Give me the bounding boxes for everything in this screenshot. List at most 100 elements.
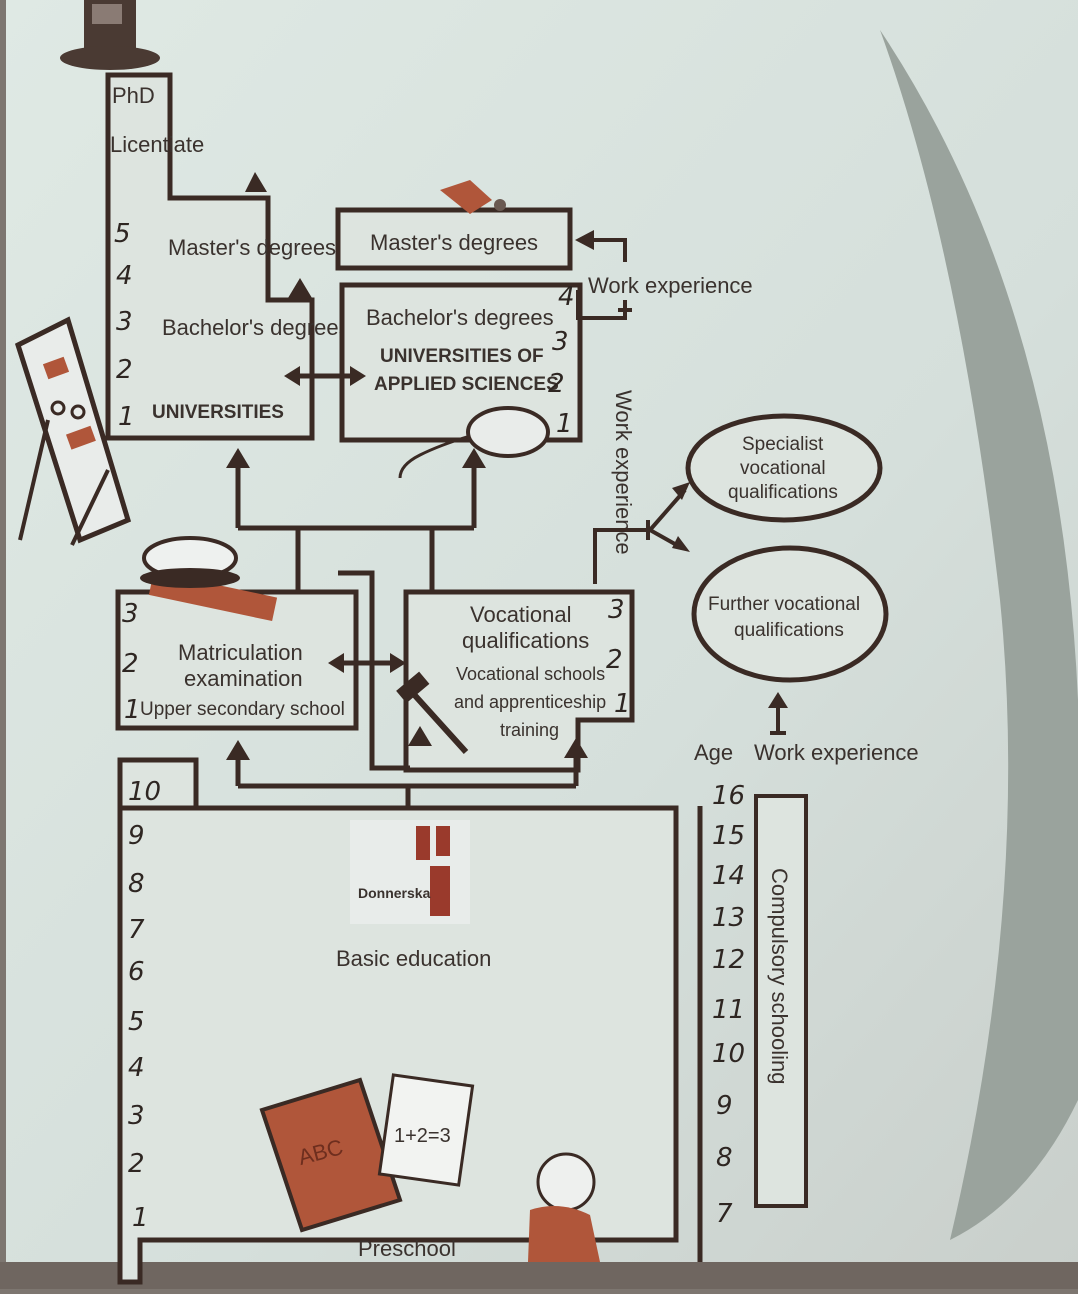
age-label: Age [694,740,733,765]
work-experience-vertical-label: Work experience [611,390,636,555]
age-scale: Age 16 15 14 13 12 11 10 9 8 7 Compulsor… [694,740,808,1262]
voc-year-3: 3 [608,595,625,625]
hammer-icon [407,687,469,755]
univ-year-5: 5 [114,219,131,249]
further-line2: qualifications [734,620,844,641]
uas-masters-label: Master's degrees [370,230,538,255]
univ-masters-text: Master's degrees [168,235,336,260]
hammer-head [396,671,430,704]
univ-year-2: 2 [116,355,133,385]
univ-year-1: 1 [118,402,135,432]
univ-bachelors-label: Bachelor's degrees [162,315,350,340]
univ-masters-label: Master's degrees [168,235,336,260]
up-arrowhead-licentiate [245,172,267,192]
basic-education-block: Basic education Preschool 10 9 8 7 6 5 4… [117,757,679,1285]
grade-5: 5 [128,1007,145,1037]
flipchart-icon [14,316,132,546]
uas-bachelors-label: Bachelor's degrees [366,305,554,330]
grade-9: 9 [128,821,145,851]
uas-year-2: 2 [548,369,565,399]
upper-vocational-double-arrow [328,653,406,673]
vocational-school-line3: training [500,720,559,740]
matriculation-line2: examination [184,666,303,691]
uas-year-1: 1 [556,409,573,439]
child-figure-icon [536,1152,596,1212]
age-16: 16 [712,781,745,811]
age-15: 15 [712,821,745,851]
uas-year-4: 4 [558,282,575,312]
logo-figure-1 [416,826,430,860]
screen-curve-decoration [880,30,1078,1240]
mouse-icon [466,406,550,458]
phd-hat-icon [60,0,160,70]
age-12: 12 [712,945,745,975]
universities-name: UNIVERSITIES [152,402,284,423]
univ-uas-double-arrow [284,366,366,386]
uas-name-line2: APPLIED SCIENCES [374,374,559,395]
compulsory-schooling-bar [754,794,808,1208]
matriculation-line1: Matriculation [178,640,303,665]
upward-connectors [226,448,486,592]
logo-text: Donnerska [358,885,431,901]
donnerska-logo [350,820,470,924]
logo-figure-2 [436,826,450,856]
screen-bottom-edge [0,1262,1078,1289]
uas-year-3: 3 [552,327,569,357]
uas-block: Master's degrees Bachelor's degrees UNIV… [335,180,583,479]
work-experience-bottom-label: Work experience [754,740,919,765]
mouse-cable [398,434,471,479]
age-10: 10 [712,1039,745,1069]
work-experience-bottom: Work experience [754,692,919,765]
vocational-school-line2: and apprenticeship [454,692,606,712]
grade-10: 10 [128,777,161,807]
univ-year-3: 3 [116,307,133,337]
vocational-block: Vocational qualifications Vocational sch… [338,570,635,773]
work-experience-vertical: Work experience [593,390,690,584]
child-body [528,1206,600,1262]
basic-education-label: Basic education [336,946,491,971]
universities-block: PhD Licentiate Master's degrees Bachelor… [105,72,350,441]
further-qualifications-oval: Further vocational qualifications [691,545,889,683]
grade-7: 7 [128,915,145,945]
upper-sec-year-2: 2 [122,649,139,679]
vocational-line2: qualifications [462,628,589,653]
graduate-cap-icon [440,180,492,214]
licentiate-label: Licentiate [110,132,204,157]
specialist-qualifications-oval: Specialist vocational qualifications [685,413,883,523]
basic-to-secondary-arrows [226,726,588,808]
vocational-line1: Vocational [470,602,572,627]
work-experience-top-label: Work experience [588,273,753,298]
specialist-line3: qualifications [728,482,838,503]
up-arrowhead-masters [288,278,312,298]
age-8: 8 [716,1143,733,1173]
phd-label: PhD [112,83,155,108]
uas-bachelors-box [339,282,583,443]
grade-2: 2 [128,1149,145,1179]
univ-year-4: 4 [116,261,133,291]
uas-masters-box [335,207,573,271]
age-7: 7 [716,1199,733,1229]
voc-year-1: 1 [614,689,631,719]
compulsory-schooling-label: Compulsory schooling [767,868,792,1084]
upper-sec-year-3: 3 [122,599,139,629]
age-9: 9 [716,1091,733,1121]
math-paper-icon [377,1073,475,1187]
voc-year-2: 2 [606,645,623,675]
preschool-label: Preschool [358,1236,456,1261]
grade-8: 8 [128,869,145,899]
vocational-school-line1: Vocational schools [456,664,605,684]
abc-book-icon [259,1077,403,1233]
further-line1: Further vocational [708,594,860,615]
specialist-line1: Specialist [742,434,824,455]
grade-6: 6 [128,957,145,987]
upper-secondary-school: Upper secondary school [140,699,345,720]
upper-sec-year-1: 1 [124,695,141,725]
age-13: 13 [712,903,745,933]
student-cap-brim [140,568,240,588]
grade-3: 3 [128,1101,145,1131]
logo-figure-3 [430,866,450,916]
grade-4: 4 [128,1053,145,1083]
uas-name-line1: UNIVERSITIES OF [380,346,544,367]
